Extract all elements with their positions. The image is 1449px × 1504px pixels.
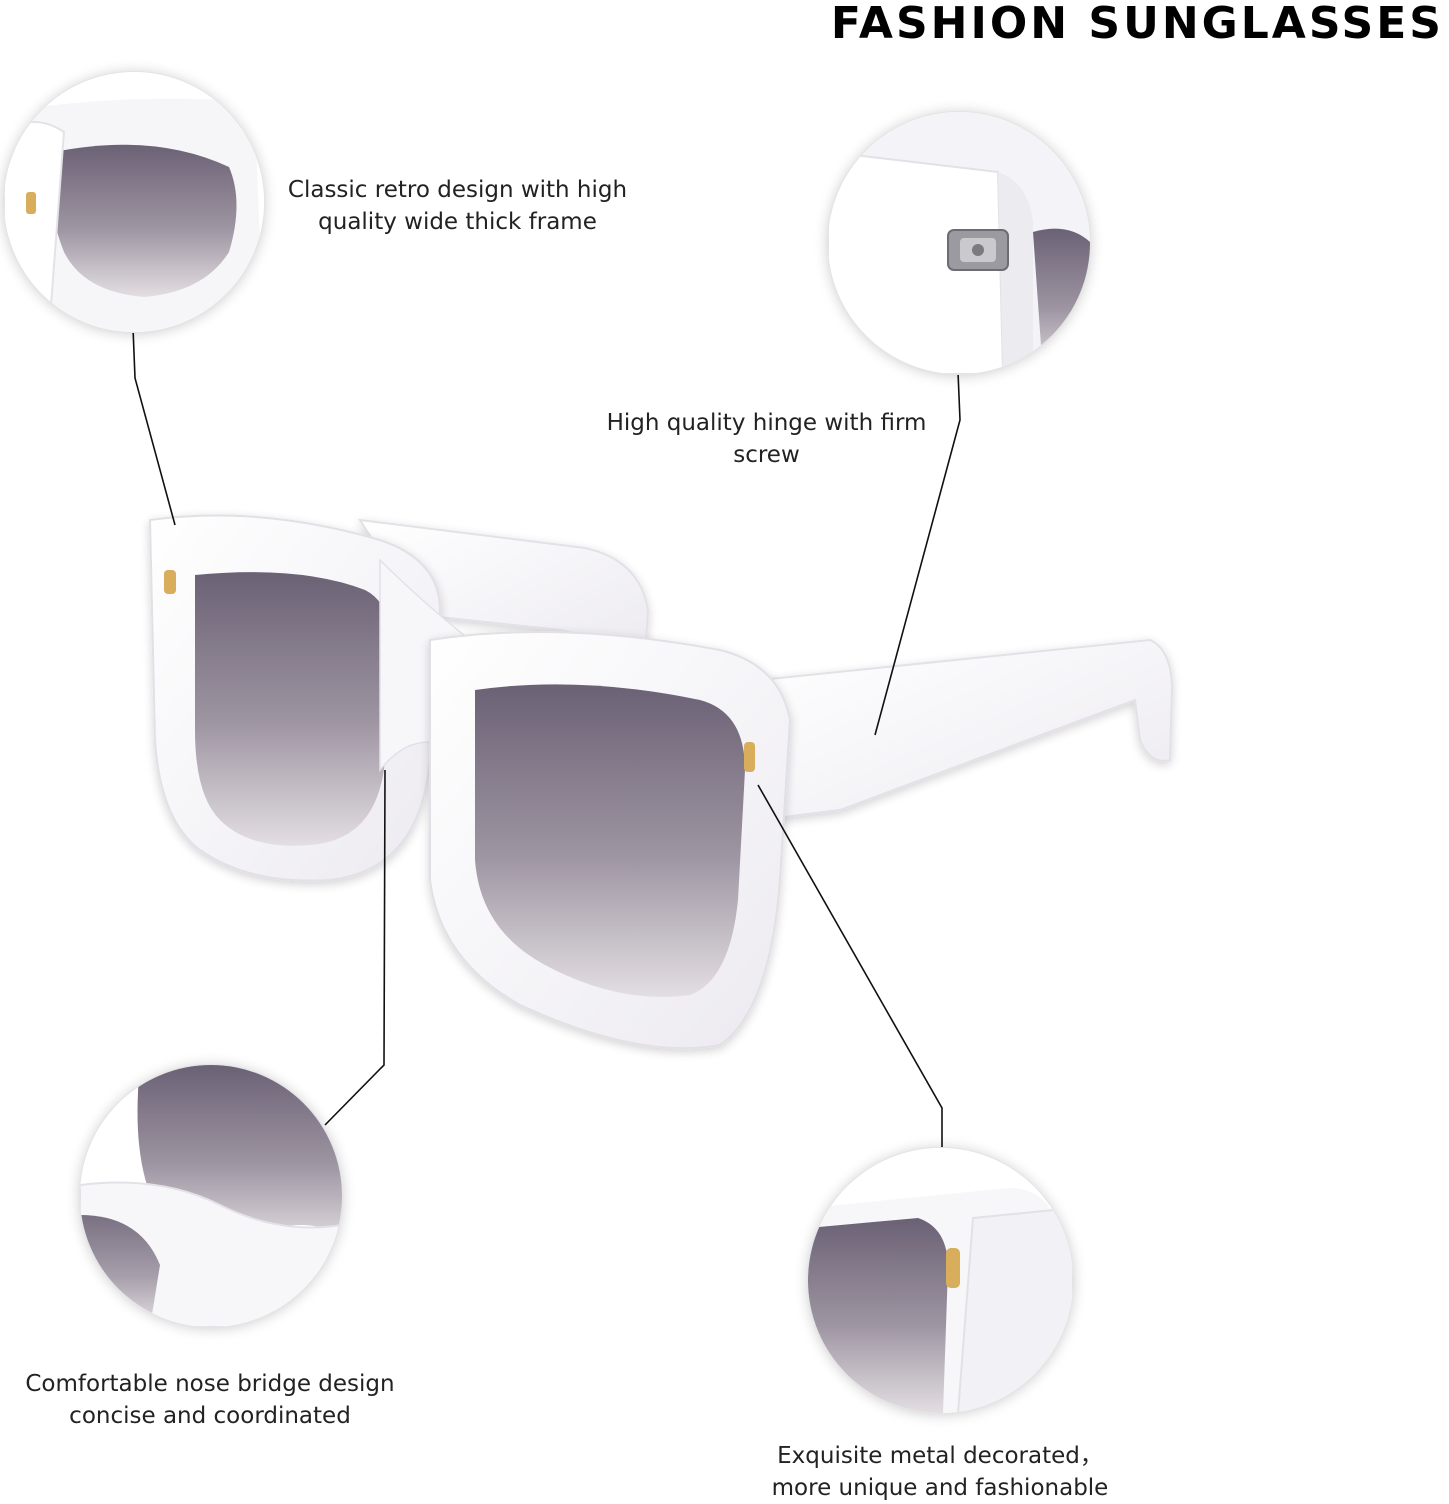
right-metal-stud: [744, 742, 755, 772]
left-lens: [195, 572, 393, 846]
detail-circle-nose: [80, 1065, 342, 1327]
leader-line-metal: [757, 784, 943, 1150]
page-title-text: FASHION SUNGLASSES: [831, 0, 1444, 46]
caption-nose: Comfortable nose bridge design concise a…: [25, 1371, 395, 1429]
detail-circle-frame: [4, 72, 264, 332]
detail-circle-metal: [808, 1148, 1073, 1413]
detail-circle-hinge: [828, 112, 1090, 374]
near-temple-arm: [759, 638, 1174, 822]
leader-line-hinge: [874, 371, 961, 736]
caption-hinge: High quality hinge with firm screw: [606, 410, 927, 468]
left-metal-stud: [164, 570, 176, 594]
page-title: FASHION SUNGLASSES: [789, 0, 1449, 46]
right-lens: [475, 684, 745, 997]
leader-line-frame: [132, 327, 176, 526]
caption-frame: Classic retro design with high quality w…: [287, 177, 628, 235]
caption-metal: Exquisite metal decorated， more unique a…: [771, 1443, 1109, 1501]
leader-line-nose: [324, 769, 386, 1126]
